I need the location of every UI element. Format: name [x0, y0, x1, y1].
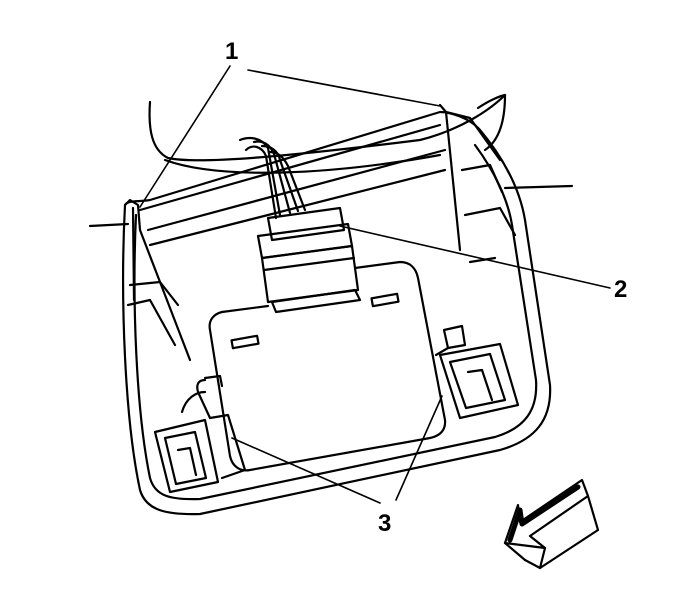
callout-1: 1: [225, 38, 239, 65]
callout-2: 2: [614, 276, 628, 303]
retaining-tab-right: [438, 103, 517, 264]
housing-bezel: [122, 110, 552, 516]
electrical-connector: [256, 206, 362, 314]
locking-clip-left: [153, 374, 247, 494]
leader-lines: [139, 65, 611, 504]
locking-clip-right: [434, 324, 520, 420]
wiring-harness: [238, 137, 307, 220]
callout-3: 3: [378, 510, 392, 537]
module-board: [208, 260, 447, 472]
retaining-tab-left: [123, 198, 192, 362]
direction-arrow-icon: [503, 478, 600, 570]
